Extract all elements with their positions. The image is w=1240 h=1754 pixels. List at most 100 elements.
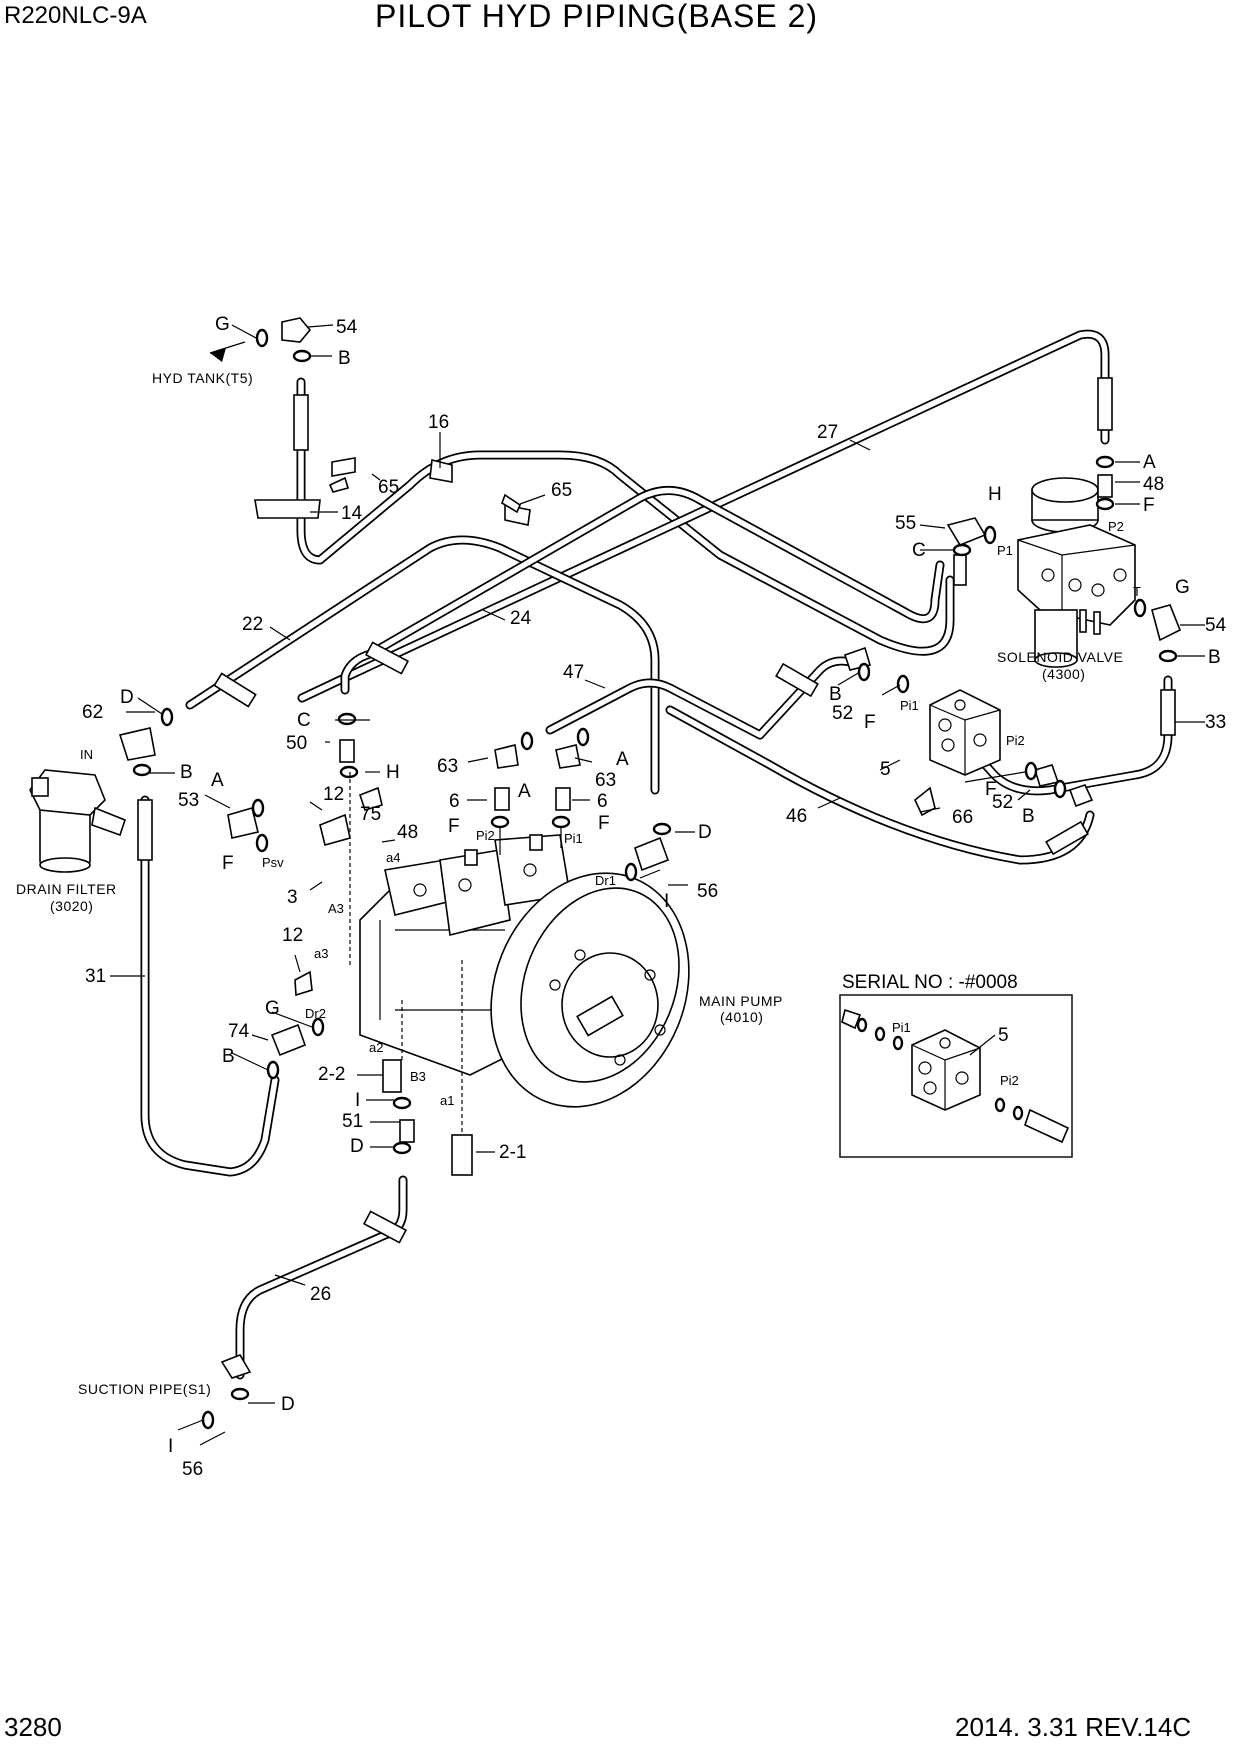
letter-f-block-left: F — [864, 712, 876, 733]
letter-a-left: A — [211, 770, 224, 791]
suction-pipe-caption: SUCTION PIPE(S1) — [78, 1381, 211, 1397]
letter-i-suction: I — [168, 1436, 173, 1457]
callout-63-right: 63 — [595, 770, 616, 791]
callout-48-pump: 48 — [397, 822, 418, 843]
hyd-tank-caption: HYD TANK(T5) — [152, 370, 253, 386]
callout-53: 53 — [178, 790, 199, 811]
callout-54-right: 54 — [1205, 615, 1227, 636]
port-b3: B3 — [410, 1069, 426, 1084]
callout-5-inset: 5 — [998, 1025, 1009, 1046]
letter-c-solenoid: C — [912, 540, 926, 561]
page-title: PILOT HYD PIPING(BASE 2) — [375, 0, 819, 34]
callout-5: 5 — [880, 759, 891, 780]
letter-b-filter: B — [180, 762, 193, 783]
leader-lines — [110, 324, 1205, 1446]
part-callouts: 54 16 27 65 65 14 22 24 62 50 47 63 63 6… — [82, 317, 1227, 1480]
port-labels: IN Psv A3 a3 a4 Pi2 Pi1 Dr1 Dr2 a2 B3 a1… — [80, 519, 1141, 1108]
callout-26: 26 — [310, 1284, 331, 1305]
port-a3: a3 — [314, 946, 328, 961]
callout-12-upper: 12 — [323, 784, 344, 805]
callout-46: 46 — [786, 806, 807, 827]
drain-filter-caption: DRAIN FILTER — [16, 881, 117, 897]
letter-a-solenoid: A — [1143, 452, 1156, 473]
callout-56-suction: 56 — [182, 1459, 203, 1480]
callout-52-right: 52 — [992, 792, 1013, 813]
callout-31: 31 — [85, 966, 106, 987]
o-rings — [132, 328, 1178, 1430]
letter-f-pi1: F — [598, 813, 610, 834]
callout-55: 55 — [895, 513, 916, 534]
port-dr1: Dr1 — [595, 873, 616, 888]
letter-d-filter: D — [120, 687, 134, 708]
port-block-pi2: Pi2 — [1006, 733, 1025, 748]
letter-d-pump: D — [698, 822, 712, 843]
port-a4: a4 — [386, 850, 400, 865]
callout-65-right: 65 — [551, 480, 572, 501]
main-pump-caption: MAIN PUMP — [699, 993, 783, 1009]
letter-b-lower: B — [222, 1046, 235, 1067]
letter-g-top: G — [215, 314, 230, 335]
callout-56-pump: 56 — [697, 881, 718, 902]
callout-50: 50 — [286, 733, 307, 754]
letter-d-suction: D — [281, 1394, 295, 1415]
callout-2-2: 2-2 — [318, 1064, 345, 1085]
callout-62: 62 — [82, 702, 103, 723]
letter-f-solenoid: F — [1143, 495, 1155, 516]
main-pump — [359, 834, 690, 1108]
callout-66: 66 — [952, 807, 973, 828]
solenoid-valve-caption: SOLENOID VALVE — [997, 649, 1123, 665]
letter-g-solenoid: G — [1175, 577, 1190, 598]
letter-h-pump: H — [386, 762, 400, 783]
solenoid-valve-code: (4300) — [1042, 666, 1085, 682]
fittings — [118, 317, 1182, 1379]
pipes — [140, 329, 1173, 1380]
callout-12-lower: 12 — [282, 925, 303, 946]
drain-filter-code: (3020) — [50, 898, 93, 914]
port-a1: a1 — [440, 1093, 454, 1108]
letter-i-pump: I — [664, 891, 669, 912]
callout-14: 14 — [341, 503, 363, 524]
callout-6-right: 6 — [597, 791, 608, 812]
solenoid-valve — [1017, 477, 1136, 668]
letter-b-block-right: B — [1022, 806, 1035, 827]
letter-b-block: B — [829, 684, 842, 705]
port-pi1: Pi1 — [564, 831, 583, 846]
letter-f-pi2: F — [448, 816, 460, 837]
letter-a-centre: A — [518, 781, 531, 802]
page-number: 3280 — [4, 1712, 62, 1742]
captions: HYD TANK(T5) SOLENOID VALVE (4300) DRAIN… — [16, 370, 1123, 1397]
port-inset-pi1: Pi1 — [892, 1020, 911, 1035]
callout-48-solenoid: 48 — [1143, 474, 1164, 495]
callout-33: 33 — [1205, 712, 1226, 733]
hose-crimps — [137, 377, 1176, 1244]
port-psv: Psv — [262, 855, 284, 870]
port-a3-upper: A3 — [328, 901, 344, 916]
serial-inset — [839, 994, 1073, 1158]
letter-f-block-right: F — [985, 779, 997, 800]
callout-47: 47 — [563, 662, 584, 683]
callout-54-top: 54 — [336, 317, 358, 338]
port-p2: P2 — [1108, 519, 1124, 534]
port-pi2: Pi2 — [476, 828, 495, 843]
letter-d-lower: D — [350, 1136, 364, 1157]
model-number: R220NLC-9A — [4, 2, 147, 29]
callout-24: 24 — [510, 608, 532, 629]
callout-52-left: 52 — [832, 703, 853, 724]
callout-74: 74 — [228, 1021, 250, 1042]
port-a2: a2 — [369, 1040, 383, 1055]
callout-6-left: 6 — [449, 791, 460, 812]
callout-65-left: 65 — [378, 477, 399, 498]
letter-b-top: B — [338, 348, 351, 369]
port-block-pi1: Pi1 — [900, 698, 919, 713]
callout-16: 16 — [428, 412, 449, 433]
main-pump-code: (4010) — [720, 1009, 763, 1025]
callout-22: 22 — [242, 614, 263, 635]
letter-h-solenoid: H — [988, 484, 1002, 505]
letter-i-lower: I — [355, 1090, 360, 1111]
callout-2-1: 2-1 — [499, 1142, 526, 1163]
port-p1: P1 — [997, 543, 1013, 558]
callout-75: 75 — [360, 804, 381, 825]
letter-b-solenoid: B — [1208, 647, 1221, 668]
callout-51: 51 — [342, 1111, 363, 1132]
